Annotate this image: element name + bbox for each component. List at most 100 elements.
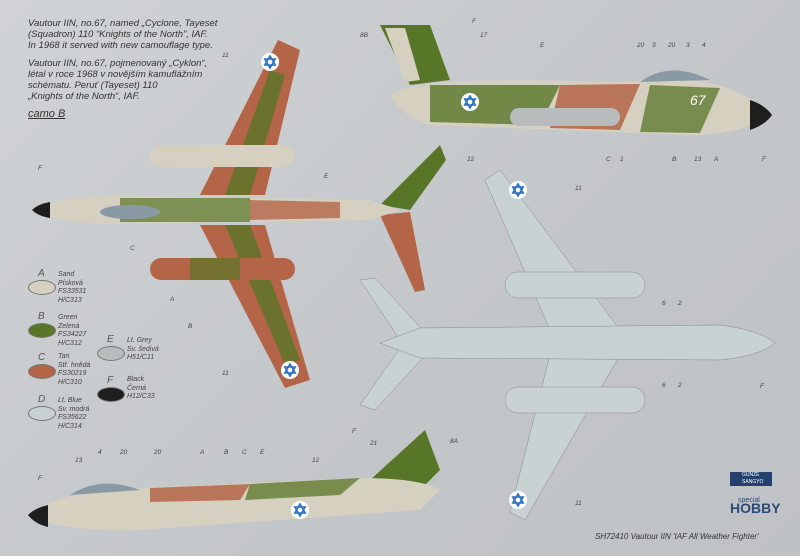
callout: 2 — [678, 300, 682, 307]
callout: F — [38, 475, 42, 482]
t: Tan — [58, 353, 70, 360]
callout: 4 — [98, 449, 102, 456]
callout: C — [130, 245, 135, 252]
t: Black — [127, 376, 145, 383]
callout: E — [324, 173, 329, 180]
top-view-aircraft — [32, 40, 446, 388]
text-line: schématu. Peruť (Tayeset) 110 — [28, 80, 158, 91]
callout: A — [714, 156, 719, 163]
t: Černá — [127, 384, 147, 392]
callout: A — [170, 296, 175, 303]
t: Stř. hnědá — [58, 361, 91, 369]
t: FS34227 — [58, 331, 87, 338]
bottom-view-aircraft — [359, 169, 776, 521]
scheme-label: camo B — [28, 108, 66, 120]
t: H/C314 — [58, 422, 82, 430]
kit-title-footer: SH72410 Vautour IIN 'IAF All Weather Fig… — [595, 532, 759, 541]
callout: 20 — [637, 42, 645, 49]
callout: 11 — [222, 370, 229, 377]
t: Sand — [58, 271, 75, 278]
text-line: „Knights of the North“, IAF. — [28, 91, 140, 102]
t: FS35622 — [58, 414, 87, 421]
color-swatch-sand — [28, 280, 56, 295]
t: FS30219 — [58, 370, 87, 377]
callout: 8A — [450, 438, 458, 445]
aircraft-number: 67 — [690, 92, 707, 108]
callout: 20 — [120, 449, 128, 456]
t: Green — [58, 314, 78, 321]
callout: E — [260, 449, 265, 456]
callout: 11 — [222, 52, 229, 59]
callout: 12 — [467, 156, 475, 163]
color-swatch-black — [97, 387, 125, 402]
side-view-top-aircraft: 67 — [380, 25, 772, 135]
color-letter: D — [38, 394, 46, 405]
callout: 6 — [662, 300, 666, 307]
callout: 13 — [694, 156, 702, 163]
callout: E — [540, 42, 545, 49]
color-letter: F — [107, 375, 114, 386]
color-letter: E — [107, 334, 114, 345]
t: Sv. šedivá — [127, 345, 159, 353]
t: Zelená — [58, 322, 80, 330]
t: H12/C33 — [127, 393, 155, 400]
text-line: In 1968 it served with new camouflage ty… — [28, 40, 213, 51]
callout: C — [242, 449, 247, 456]
description-english: Vautour IIN, no.67, named „Cyclone, Taye… — [28, 18, 228, 51]
callout: 20 — [668, 42, 676, 49]
side-view-bottom-aircraft — [28, 430, 440, 531]
color-letter: C — [38, 352, 46, 363]
t: Lt. Grey — [127, 337, 152, 344]
callout: 11 — [575, 185, 582, 192]
callout: 6 — [662, 382, 666, 389]
callout: 4 — [702, 42, 706, 49]
callout: B — [188, 323, 193, 330]
text-line: Vautour IIN, no.67, named „Cyclone, Taye… — [28, 18, 218, 29]
color-swatch-tan — [28, 364, 56, 379]
callout: B — [672, 156, 677, 163]
t: Lt. Blue — [58, 397, 82, 404]
logo-small-text: special — [738, 497, 760, 504]
callout: 1 — [620, 156, 624, 163]
callout: 8B — [360, 32, 368, 39]
text-line: Vautour IIN, no.67, pojmenovaný „Cyklon“… — [28, 58, 208, 69]
color-swatch-green — [28, 323, 56, 338]
gunze-sangyo-logo: GUNZE SANGYO — [730, 472, 772, 486]
t: Písková — [58, 279, 83, 287]
t: H/C310 — [58, 378, 82, 386]
color-letter: A — [38, 268, 45, 279]
t: H/C313 — [58, 296, 82, 304]
callout: F — [760, 383, 764, 390]
callout: A — [200, 449, 205, 456]
t: H51/C11 — [127, 354, 155, 361]
logo-text: HOBBY — [730, 500, 781, 516]
color-letter: B — [38, 311, 45, 322]
callout: 3 — [686, 42, 690, 49]
t: FS33531 — [58, 288, 87, 295]
color-swatch-light-blue — [28, 406, 56, 421]
callout: 21 — [370, 440, 378, 447]
t: Sv. modrá — [58, 405, 90, 413]
callout: F — [472, 18, 476, 25]
callout: 3 — [652, 42, 656, 49]
text-line: (Squadron) 110 “Knights of the North”, I… — [28, 29, 208, 40]
callout: 11 — [575, 500, 582, 507]
callout: C — [606, 156, 611, 163]
callout: F — [38, 165, 42, 172]
callout: 13 — [75, 457, 83, 464]
t: H/C312 — [58, 339, 82, 347]
callout: 2 — [678, 382, 682, 389]
callout: 17 — [480, 32, 488, 39]
color-swatch-light-grey — [97, 346, 125, 361]
callout: F — [352, 428, 356, 435]
description-czech: Vautour IIN, no.67, pojmenovaný „Cyklon“… — [28, 58, 228, 102]
callout: 20 — [154, 449, 162, 456]
callout: B — [224, 449, 229, 456]
